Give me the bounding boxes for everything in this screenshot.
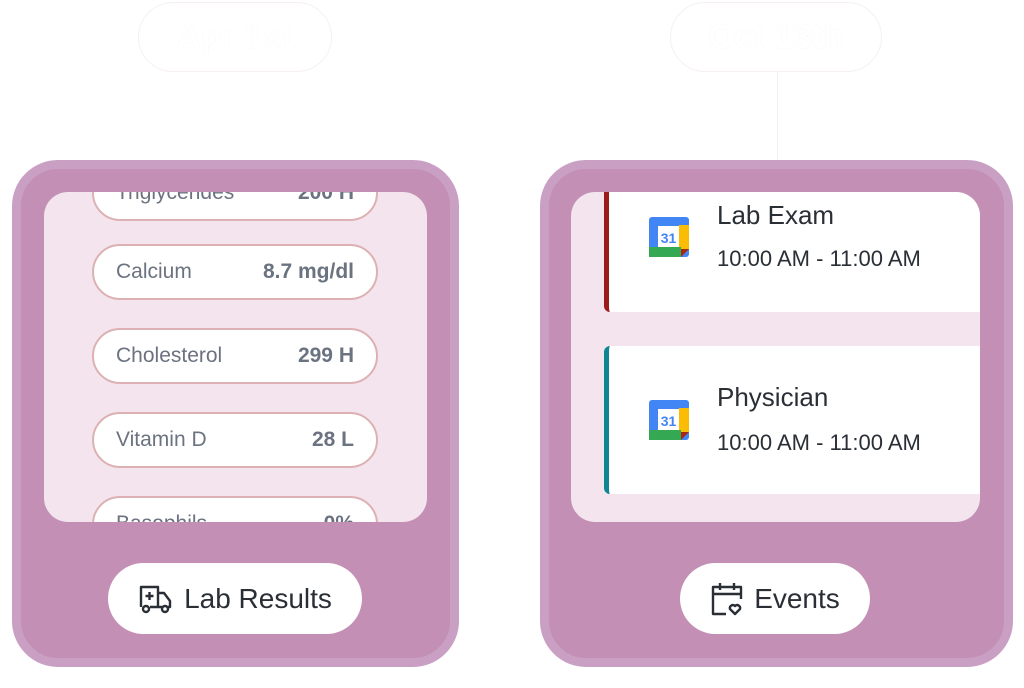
lab-result-value: 0% — [324, 512, 354, 522]
ambulance-icon — [139, 585, 172, 613]
lab-result-row: Basophils 0% — [92, 496, 378, 522]
lab-result-value: 299 H — [297, 344, 354, 367]
events-list[interactable]: 31 Lab Exam 10:00 AM - 11:00 AM 31 Physi… — [571, 192, 980, 522]
lab-result-value: 8.7 mg/dl — [262, 260, 354, 283]
timeline-connector — [777, 72, 778, 162]
lab-result-row: Vitamin D 28 L — [92, 412, 378, 468]
lab-results-button-label: Lab Results — [184, 582, 332, 614]
event-title: Physician — [717, 382, 829, 412]
svg-text:31: 31 — [661, 413, 677, 429]
svg-text:31: 31 — [661, 230, 677, 246]
calendar-heart-icon — [711, 582, 743, 615]
event-item[interactable]: 31 Lab Exam 10:00 AM - 11:00 AM — [604, 192, 980, 312]
lab-result-value: 28 L — [311, 428, 354, 451]
lab-results-button[interactable]: Lab Results — [108, 563, 362, 634]
lab-results-card: Triglycerides 200 H Calcium 8.7 mg/dl Chol… — [12, 160, 459, 667]
google-calendar-icon: 31 — [649, 217, 689, 257]
lab-result-name: Triglycerides — [116, 192, 235, 204]
lab-result-name: Calcium — [116, 260, 192, 283]
lab-result-value: 200 H — [297, 192, 354, 204]
lab-result-row: Triglycerides 200 H — [92, 192, 378, 221]
events-button[interactable]: Events — [680, 563, 870, 634]
lab-result-row: Calcium 8.7 mg/dl — [92, 244, 378, 300]
lab-result-name: Cholesterol — [116, 344, 223, 367]
event-time: 10:00 AM - 11:00 AM — [717, 430, 921, 455]
lab-results-list[interactable]: Triglycerides 200 H Calcium 8.7 mg/dl Chol… — [44, 192, 427, 522]
lab-result-name: Vitamin D — [116, 428, 207, 451]
events-button-label: Events — [754, 582, 840, 614]
date-pill-oct: Oct 13th — [670, 2, 882, 72]
event-item[interactable]: 31 Physician 10:00 AM - 11:00 AM — [604, 346, 980, 494]
google-calendar-icon: 31 — [649, 400, 689, 440]
lab-result-row: Cholesterol 299 H — [92, 328, 378, 384]
event-time: 10:00 AM - 11:00 AM — [717, 246, 921, 271]
lab-result-name: Basophils — [116, 512, 207, 522]
events-card: 31 Lab Exam 10:00 AM - 11:00 AM 31 Physi… — [540, 160, 1013, 667]
date-pill-apr: Apr 1st — [138, 2, 332, 72]
event-title: Lab Exam — [717, 200, 835, 230]
